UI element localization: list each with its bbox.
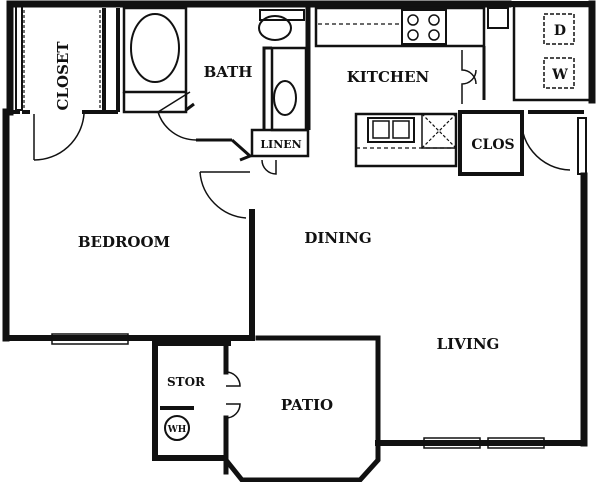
bedroom-label: BEDROOM [78,233,170,251]
living-windows [423,437,545,449]
toilet-icon [258,9,305,41]
kitchen-area [314,6,509,168]
linen-door [261,159,277,175]
clos-area [458,110,587,176]
clos-label: CLOS [471,137,514,153]
dishwasher-icon [421,113,457,149]
closet-label: CLOSET [54,41,72,111]
closet-door [33,113,85,161]
dryer-icon [543,13,575,45]
storage-left-wall [152,340,225,461]
kitchen-sink-icon [367,117,415,143]
pantry-door [461,50,477,104]
kitchen-counter [354,112,458,168]
water-heater-icon [164,415,190,441]
linen-closet [231,4,311,175]
left-exterior-wall [2,0,14,342]
bedroom-door [199,171,250,219]
clos-door [520,111,571,171]
linen-label: LINEN [260,138,301,151]
dining-label: DINING [304,229,371,247]
laundry [512,4,592,102]
kitchen-label: KITCHEN [347,68,430,86]
storage-details [164,371,241,441]
bath-door [157,91,197,141]
patio-label: PATIO [281,396,333,414]
living-label: LIVING [437,335,500,353]
stove-icon [401,9,447,45]
water-heater-label: WH [167,425,187,435]
vanity [270,46,308,132]
bathtub-icon [122,6,188,94]
bedroom-details [51,171,250,345]
refrigerator-icon [487,7,509,29]
dryer-label: D [554,23,566,39]
patio-wall [222,335,381,482]
closet-area [10,5,120,161]
sink-icon [273,80,297,116]
washer-label: W [551,67,568,83]
bath-label: BATH [204,63,253,81]
washer-icon [543,57,575,89]
stor-label: STOR [167,375,206,389]
storage-door [225,371,241,419]
